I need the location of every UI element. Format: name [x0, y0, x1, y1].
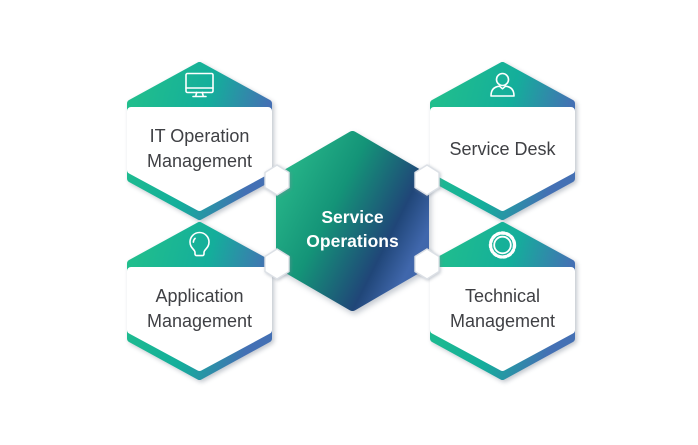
connector-hexagon-top-left: [262, 163, 292, 197]
node-label-line2: Management: [449, 311, 556, 331]
node-label: IT Operation Management: [127, 120, 272, 178]
node-label-line2: Management: [146, 151, 253, 171]
node-service-desk: Service Desk: [430, 62, 575, 220]
node-label-line1: IT Operation: [149, 126, 250, 146]
node-label-line2: Management: [146, 311, 253, 331]
node-label-line1: Application: [155, 286, 244, 306]
node-label: Service Desk: [430, 120, 575, 178]
node-technical-management: Technical Management: [430, 222, 575, 380]
monitor-icon: [185, 72, 214, 98]
connector-hexagon-bottom-left: [262, 247, 292, 281]
user-icon: [490, 72, 515, 97]
center-label-line2: Operations: [306, 231, 399, 251]
node-label-line1: Technical: [464, 286, 541, 306]
connector-hexagon-top-right: [412, 163, 442, 197]
hexagon-shape: [430, 222, 575, 380]
node-label: Technical Management: [430, 280, 575, 338]
node-application-management: Application Management: [127, 222, 272, 380]
node-it-operation-management: IT Operation Management: [127, 62, 272, 220]
lightbulb-icon: [189, 231, 210, 257]
node-label-line1: Service Desk: [449, 138, 556, 159]
node-label: Application Management: [127, 280, 272, 338]
gear-icon: [488, 231, 517, 259]
connector-hexagon-bottom-right: [412, 247, 442, 281]
center-label-line1: Service: [321, 206, 384, 227]
center-label: Service Operations: [276, 203, 429, 255]
hexagon-shape: [127, 62, 272, 220]
hexagon-shape: [430, 62, 575, 220]
node-service-operations: Service Operations: [276, 131, 429, 311]
